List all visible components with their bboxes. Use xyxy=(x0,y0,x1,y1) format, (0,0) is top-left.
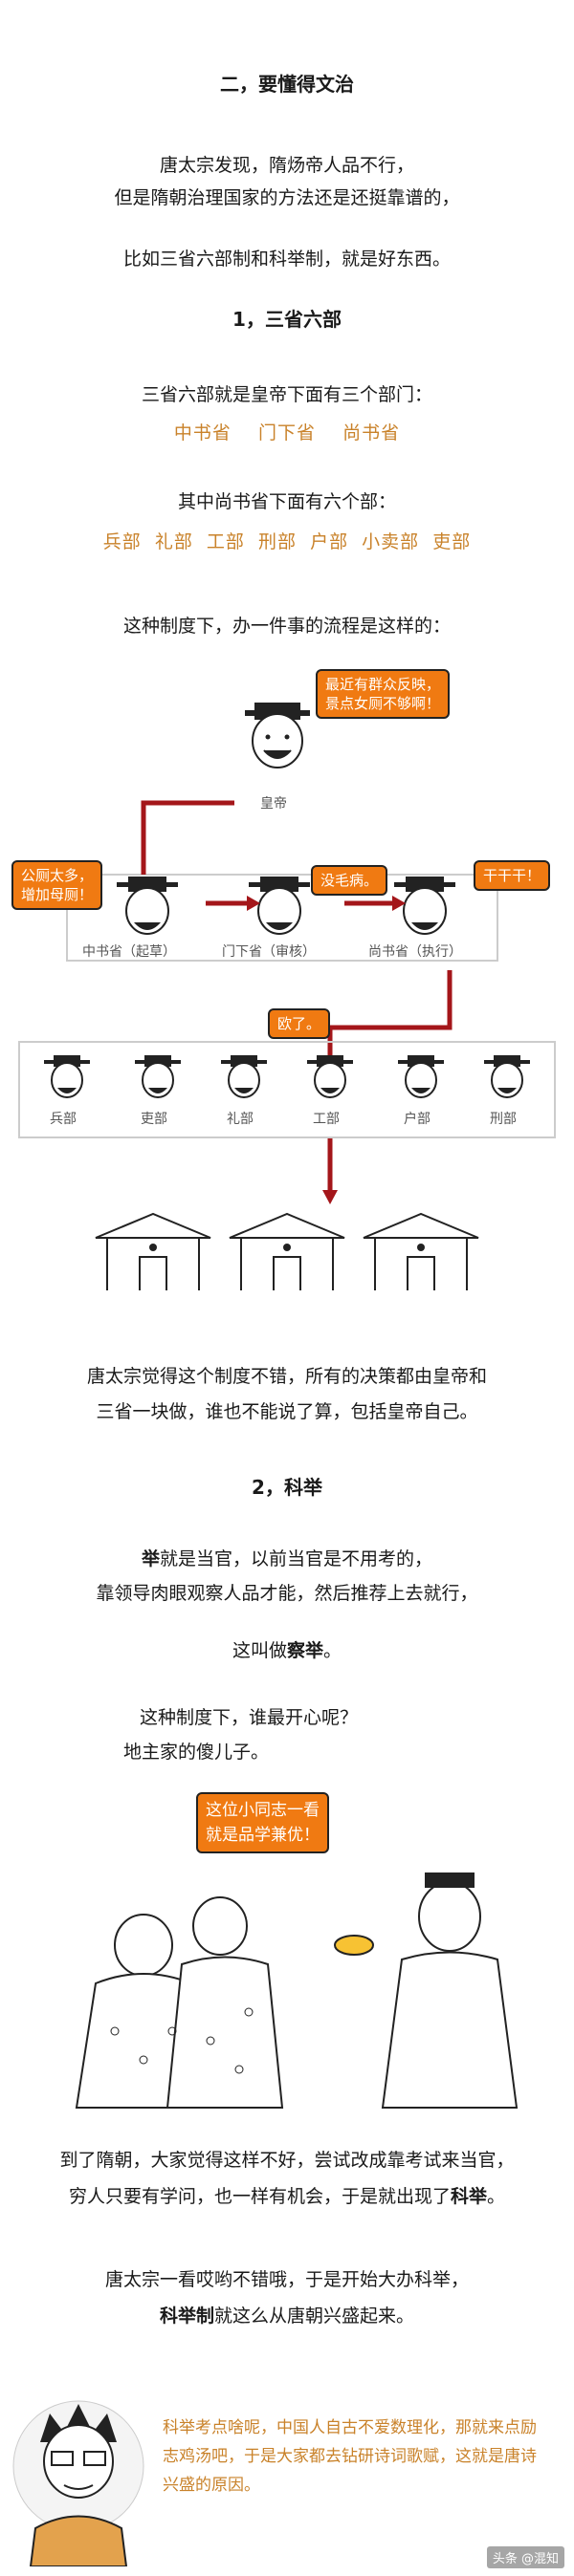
ministry-figure-0 xyxy=(44,1055,90,1098)
sui-line-1: 到了隋朝，大家觉得这样不好，尝试改成靠考试来当官， xyxy=(59,2150,515,2171)
zhongshu-label: 中书省（起草） xyxy=(82,944,176,960)
three-departments: 中书省 门下省 尚书省 xyxy=(173,422,401,444)
keju-illustration xyxy=(75,1872,519,2109)
tang-line-1: 唐太宗一看哎哟不错哦，于是开始大办科举， xyxy=(104,2269,469,2290)
emperor-label: 皇帝 xyxy=(260,796,287,812)
keju-line-3: 这叫做察举。 xyxy=(232,1640,342,1661)
sansheng-line-3: 这种制度下，办一件事的流程是这样的： xyxy=(122,616,451,637)
keju-speech-bubble: 这位小同志一看 就是品学兼优！ xyxy=(196,1792,329,1853)
subsection-title-keju: 2，科举 xyxy=(252,1476,322,1499)
emperor-speech-bubble: 最近有群众反映， 景点女厕不够啊！ xyxy=(316,669,451,719)
menxia-label-text: 门下省（审核） xyxy=(222,944,316,960)
shangshu-speech-bubble: 干干干！ xyxy=(474,860,551,891)
ministry-label: 兵部 xyxy=(50,1112,77,1127)
toilet-house-2 xyxy=(229,1212,345,1290)
ministry-label: 户部 xyxy=(404,1112,430,1127)
sansheng-line-2: 其中尚书省下面有六个部： xyxy=(177,491,396,512)
toilet-house-3 xyxy=(363,1212,479,1290)
ministry-figure-5 xyxy=(484,1055,530,1098)
keju-line-1: 举就是当官，以前当官是不用考的， xyxy=(141,1548,433,1569)
menxia-figure xyxy=(249,877,310,935)
subsection-title-sansheng: 1，三省六部 xyxy=(232,308,342,331)
after-diagram-line-2: 三省一块做，谁也不能说了算，包括皇帝自己。 xyxy=(96,1401,478,1422)
zhongshu-figure xyxy=(117,877,178,935)
flow-arrows xyxy=(141,800,453,1190)
six-ministries: 兵部 礼部 工部 刑部 户部 小卖部 吏部 xyxy=(102,531,472,552)
ministry-figure-1 xyxy=(135,1055,181,1098)
ministry-label: 工部 xyxy=(313,1112,340,1127)
sansheng-line-1: 三省六部就是皇帝下面有三个部门： xyxy=(141,384,432,405)
tang-line-2: 科举制就这么从唐朝兴盛起来。 xyxy=(159,2305,415,2327)
ministry-label: 刑部 xyxy=(490,1112,517,1127)
intro-line-1: 唐太宗发现，隋炀帝人品不行， xyxy=(159,155,414,176)
zhongshu-speech-bubble: 公厕太多， 增加母厕！ xyxy=(11,860,103,910)
ministry-figure-3 xyxy=(307,1055,353,1098)
shangshu-figure xyxy=(394,877,455,935)
ministry-figure-2 xyxy=(221,1055,267,1098)
sui-line-2: 穷人只要有学问，也一样有机会，于是就出现了科举。 xyxy=(68,2186,506,2207)
ministry-label: 吏部 xyxy=(141,1112,167,1127)
menxia-speech-bubble: 没毛病。 xyxy=(311,865,388,896)
emperor-figure xyxy=(245,703,310,768)
ministry-label: 礼部 xyxy=(227,1112,254,1127)
keju-line-5: 地主家的傻儿子。 xyxy=(122,1742,269,1763)
keju-line-2: 靠领导肉眼观察人品才能，然后推荐上去就行， xyxy=(96,1583,478,1604)
gongbu-speech-bubble: 欧了。 xyxy=(268,1008,331,1039)
section-title: 二，要懂得文治 xyxy=(220,73,354,96)
intro-line-2: 但是隋朝治理国家的方法还是还挺靠谱的， xyxy=(114,187,460,208)
process-diagram xyxy=(18,703,556,1290)
watermark: 头条 @混知 xyxy=(486,2546,564,2568)
shangshu-label: 尚书省（执行） xyxy=(368,944,462,960)
ministry-figure-4 xyxy=(398,1055,444,1098)
avatar xyxy=(12,2400,144,2566)
after-diagram-line-1: 唐太宗觉得这个制度不错，所有的决策都由皇帝和 xyxy=(86,1366,487,1387)
toilet-house-1 xyxy=(95,1212,211,1290)
footer-text: 科举考点啥呢，中国人自古不爱数理化，那就来点励志鸡汤吧，于是大家都去钻研诗词歌赋… xyxy=(163,2418,537,2495)
keju-line-4: 这种制度下，谁最开心呢？ xyxy=(139,1707,358,1728)
intro-line-3: 比如三省六部制和科举制，就是好东西。 xyxy=(122,249,451,270)
